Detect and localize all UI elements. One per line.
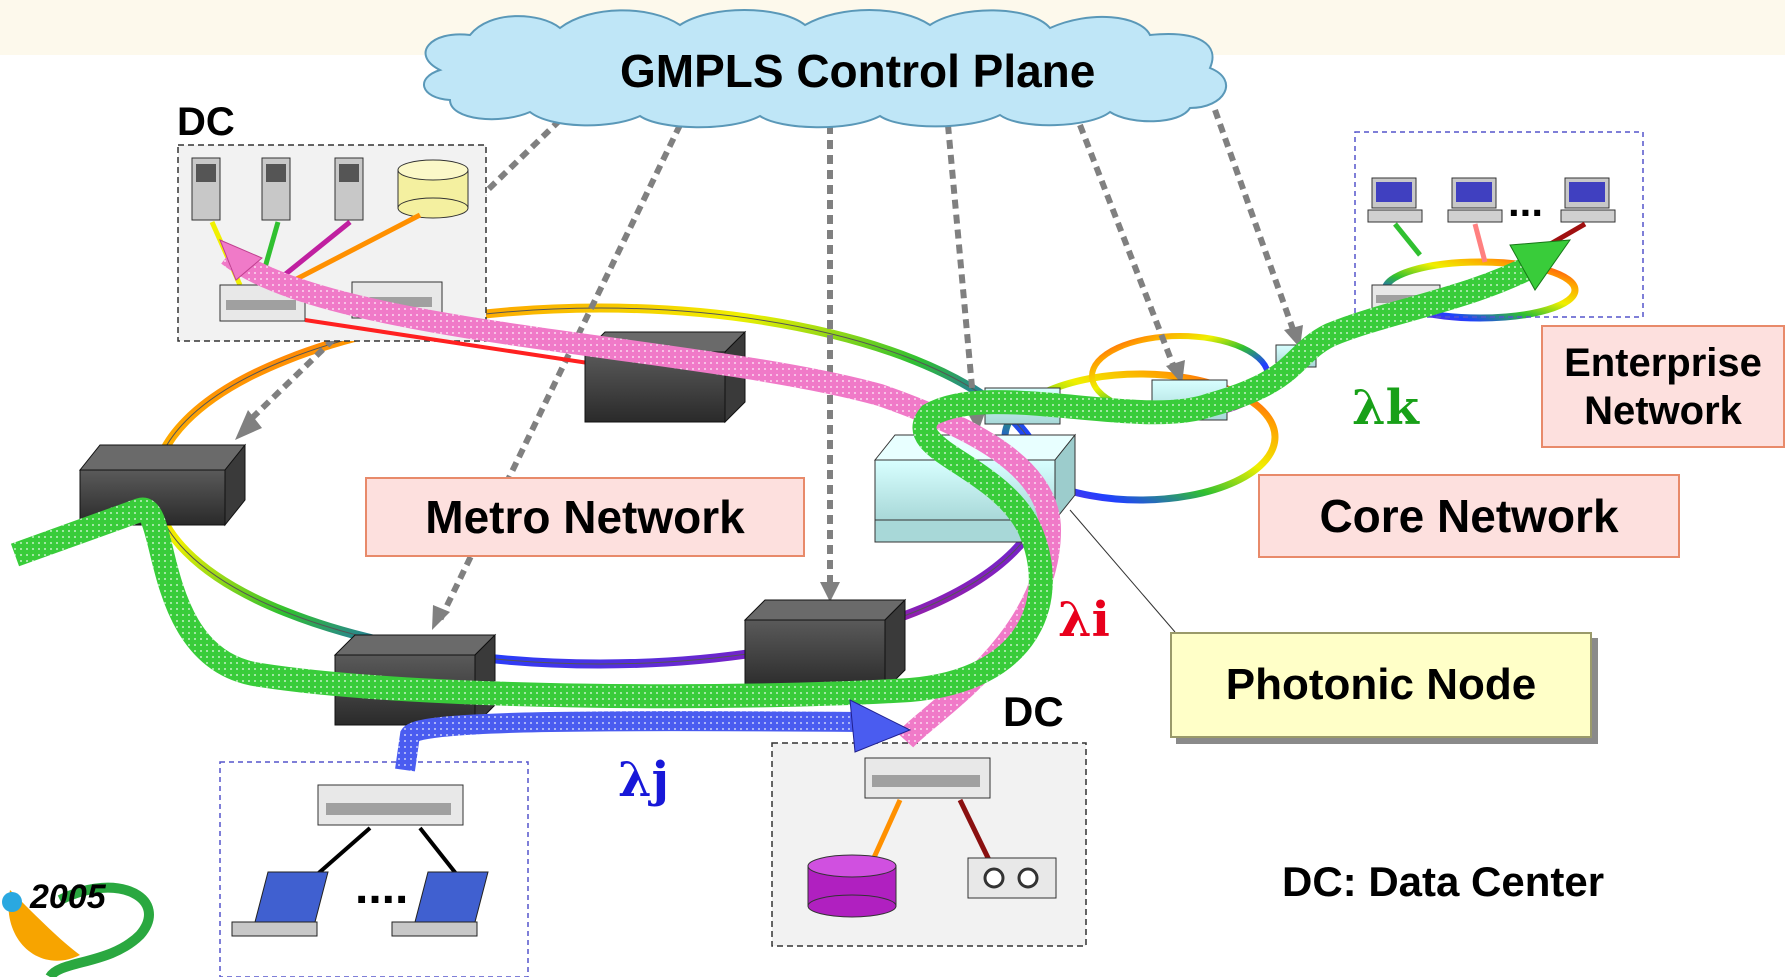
control-link-5 (1077, 123, 1178, 372)
cloud-label: GMPLS Control Plane (620, 45, 1096, 97)
legend-label: DC: Data Center (1282, 858, 1605, 905)
dc-bottom-label: DC (1003, 688, 1064, 735)
laptop-ellipsis: .... (355, 861, 409, 914)
arrowhead (432, 605, 450, 630)
storage-icon (397, 159, 469, 219)
core-network-label: Core Network (1319, 490, 1619, 542)
lightpath-lambda-k-texture (10, 251, 1546, 709)
dc-bottom-links (869, 798, 993, 864)
enterprise-box (1354, 131, 1644, 318)
pc-ellipsis: ... (1508, 178, 1544, 225)
arrowhead (1166, 360, 1185, 384)
arrowhead (1284, 325, 1303, 348)
lambda-k-arrowhead (1509, 239, 1572, 291)
photonic-pointer (1069, 509, 1176, 633)
lambda-j-arrowhead (849, 699, 912, 753)
desktop-pc-icon (1447, 177, 1503, 223)
tape-drive-icon (967, 857, 1057, 899)
switch-icon (864, 757, 991, 799)
logo-year: 2005 (30, 878, 106, 916)
arrowhead (235, 410, 262, 440)
switch-icon (317, 784, 464, 826)
arrowhead (966, 410, 986, 432)
server-icon (191, 157, 221, 221)
core-network-box: Core Network (1258, 474, 1680, 558)
lightpath-lambda-j-texture (395, 711, 861, 772)
control-link-6 (1212, 108, 1298, 337)
control-link-4 (945, 124, 978, 421)
lambda-k-label: λk (1352, 380, 1419, 436)
enterprise-network-box: Enterprise Network (1541, 325, 1785, 448)
dc-top-label: DC (177, 100, 235, 144)
metro-network-box: Metro Network (365, 477, 805, 557)
arrowhead (820, 582, 840, 602)
lambda-j-label: λj (618, 752, 670, 808)
logo (2, 882, 154, 977)
server-icon (261, 157, 291, 221)
laptop-icon (231, 871, 329, 937)
cloud (423, 9, 1227, 129)
photonic-node-callout: Photonic Node (1170, 632, 1592, 738)
lambda-i-arrowhead (219, 239, 263, 281)
desktop-pc-icon (1367, 177, 1423, 223)
server-icon (334, 157, 364, 221)
metro-node-device (743, 598, 907, 692)
desktop-pc-icon (1560, 177, 1616, 223)
lambda-i-label: λi (1058, 592, 1110, 648)
laptop-icon (391, 871, 489, 937)
photonic-node-label: Photonic Node (1225, 660, 1537, 709)
enterprise-network-label: Enterprise Network (1564, 340, 1762, 433)
metro-network-label: Metro Network (425, 491, 745, 543)
control-arrowheads (235, 325, 1303, 630)
storage-icon (807, 854, 897, 918)
campus-box (219, 761, 529, 977)
